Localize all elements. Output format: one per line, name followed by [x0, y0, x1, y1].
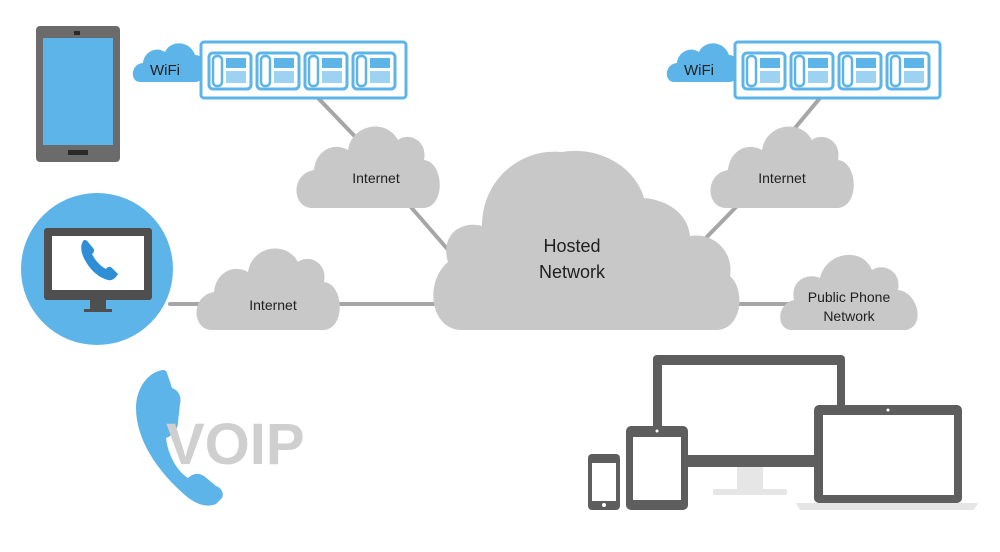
internet-cloud-top-left: Internet [296, 126, 440, 208]
laptop-icon [796, 405, 978, 510]
desktop-monitor-icon [653, 355, 845, 495]
wifi-cloud-left: WiFi [132, 43, 206, 82]
desk-phone-group-right [733, 40, 942, 100]
hosted-network-cloud: Hosted Network [433, 150, 740, 330]
public-phone-label-line2: Network [823, 308, 875, 324]
internet-label-left: Internet [249, 297, 297, 313]
wifi-cloud-right: WiFi [666, 43, 740, 82]
voip-phone-handset-icon [136, 370, 223, 506]
wifi-label-left: WiFi [150, 62, 180, 79]
voip-logo-text: VOIP [166, 412, 305, 477]
desk-phone-icon [885, 51, 931, 91]
public-phone-network-cloud: Public Phone Network [780, 254, 918, 330]
desk-phone-icon [351, 51, 397, 91]
wifi-label-right: WiFi [684, 62, 714, 79]
monitor-phone-icon [21, 193, 173, 345]
internet-cloud-top-right: Internet [710, 126, 854, 208]
smartphone-icon [588, 454, 620, 510]
tablet-icon [36, 26, 120, 162]
desk-phone-icon [837, 51, 883, 91]
internet-cloud-left: Internet [196, 248, 340, 330]
connector-top-left-cloud [408, 204, 452, 254]
hosted-label-line1: Hosted [543, 236, 600, 256]
voip-logo: VOIP [136, 370, 305, 506]
phone-handset-icon [81, 240, 118, 281]
desk-phone-icon [741, 51, 787, 91]
internet-label-top-left: Internet [352, 170, 400, 186]
public-phone-label-line1: Public Phone [808, 289, 891, 305]
internet-label-top-right: Internet [758, 170, 806, 186]
desk-phone-icon [207, 51, 253, 91]
desk-phone-group-left [199, 40, 408, 100]
hosted-label-line2: Network [539, 262, 606, 282]
desk-phone-icon [789, 51, 835, 91]
desk-phone-icon [255, 51, 301, 91]
desk-phone-icon [303, 51, 349, 91]
tablet-bottom-icon [626, 426, 688, 510]
